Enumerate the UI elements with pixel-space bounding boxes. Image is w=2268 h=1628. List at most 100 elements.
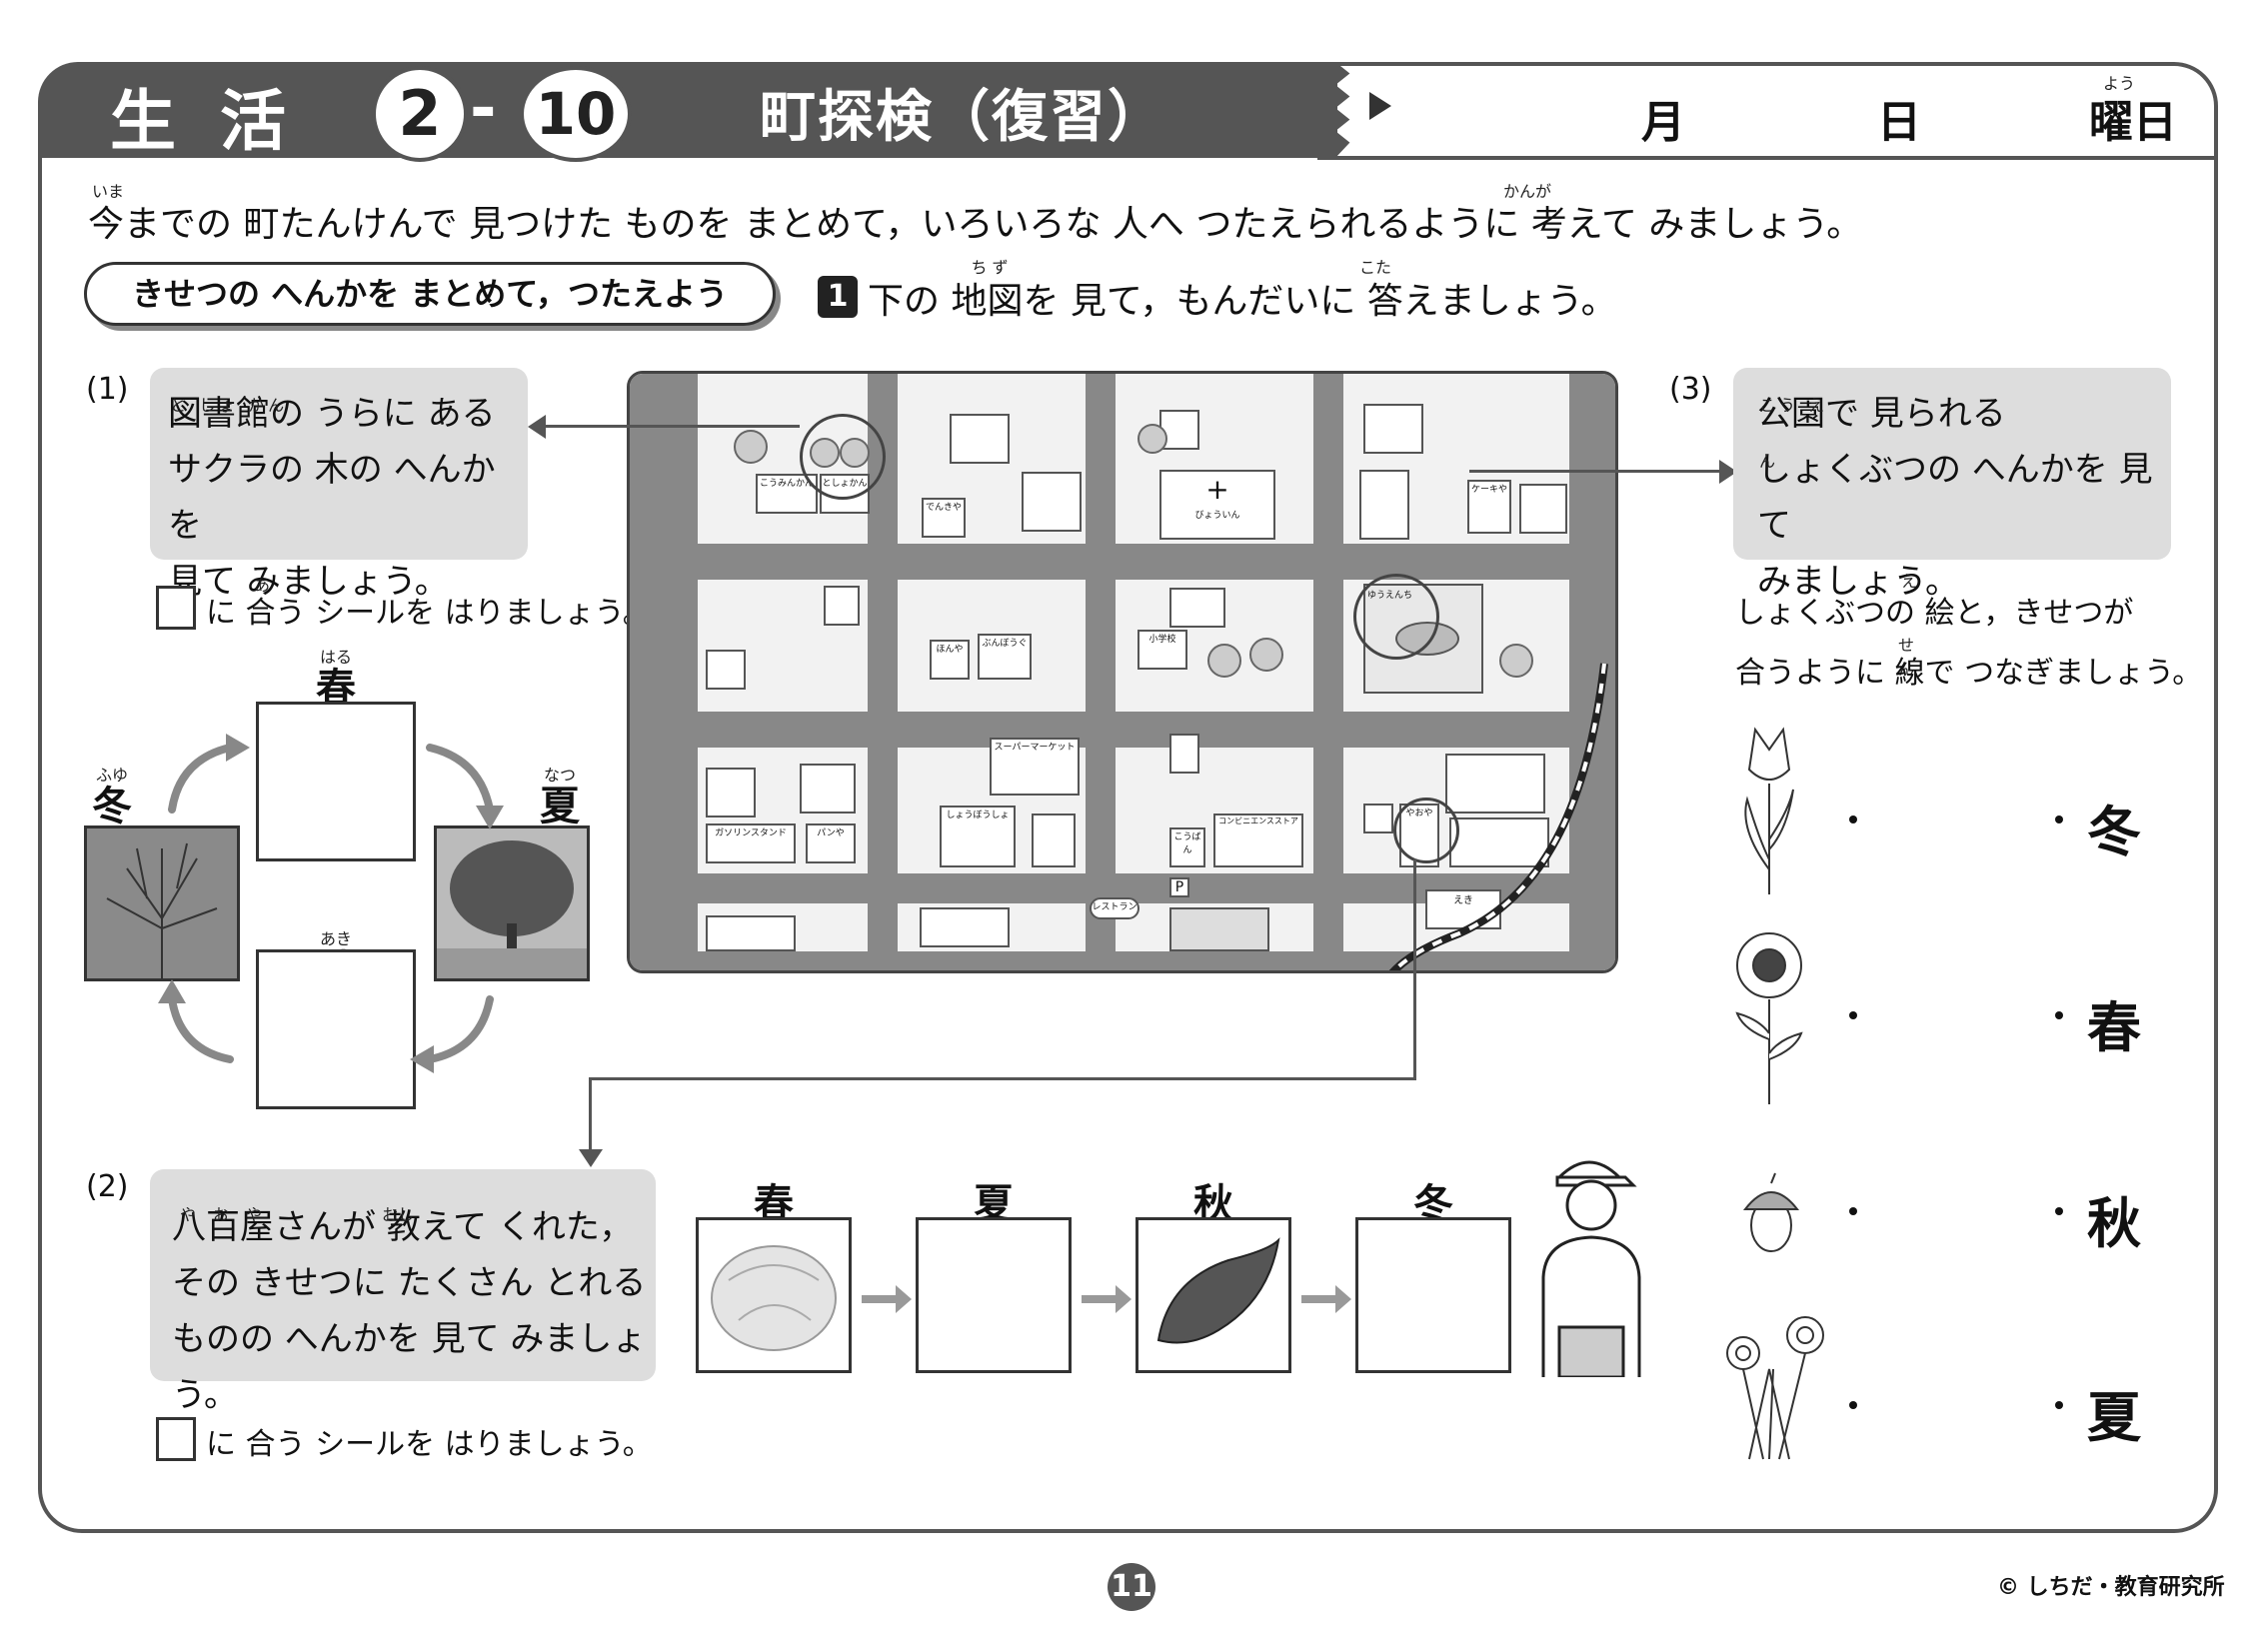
map-road-upper [630, 544, 1615, 580]
sweet-potato-icon [1156, 1237, 1280, 1344]
q1-line-1: 図書館の うらに ある [168, 394, 496, 434]
sunflower-icon [1735, 932, 1803, 1104]
q2-line-1: 八百屋さんが 教えて くれた， [172, 1207, 634, 1247]
map-shrine [1363, 404, 1423, 454]
season-dot-3 [2055, 1207, 2063, 1215]
map-road-middle [630, 712, 1615, 748]
right-season-4: 夏 [2087, 1386, 2141, 1449]
map-supermarket: スーパーマーケット [990, 738, 1080, 796]
map-building-bottom [920, 907, 1010, 947]
subject-title: 生活 [110, 83, 330, 160]
map-stationery: ぶんぼうぐ [978, 634, 1032, 680]
arrow-summer-autumn [426, 995, 494, 1063]
q2-arrows [862, 1285, 1351, 1313]
map-railway [1388, 663, 1608, 970]
intro-ruby-ima: いま [91, 182, 124, 201]
map-house-d [706, 650, 746, 690]
unit-dash: - [470, 72, 497, 146]
connector-q1-arrow-icon [528, 415, 546, 439]
daffodil-icon [1726, 1316, 1824, 1460]
map-parking-lot [1169, 907, 1269, 951]
leafy-tree-icon [437, 828, 587, 978]
bare-tree-icon [87, 828, 237, 978]
q3-instruction: しょくぶつの 絵と，きせつが 合うように 線で つなぎましょう。 [1735, 584, 2202, 704]
section-pill: きせつの へんかを まとめて，つたえよう [84, 262, 776, 326]
map-hospital: + びょういん [1159, 470, 1275, 540]
map-highlight-greengrocer [1393, 798, 1459, 863]
map-road-bottom [630, 951, 1615, 970]
q3-line-1: 公園で 見られる [1757, 394, 2006, 434]
cycle-winter-ruby: ふゆ [95, 766, 128, 785]
q3-label: (3) [1669, 372, 1712, 407]
unit-major-badge: 2 [372, 66, 468, 162]
q3-line-3: みましょう。 [1757, 562, 1959, 602]
date-underline [1317, 156, 2215, 160]
q1-line-3: 見て みましょう。 [168, 562, 449, 602]
plant-dot-3 [1849, 1207, 1857, 1215]
page-number: 11 [1108, 1563, 1155, 1611]
right-season-3: 秋 [2087, 1192, 2141, 1255]
q3-instruction-line-1: しょくぶつの 絵と，きせつが [1735, 596, 2134, 631]
map-bookstore: ほんや [930, 640, 970, 680]
cabbage-icon [711, 1245, 837, 1351]
q2-winter-box[interactable] [1355, 1217, 1511, 1373]
map-house-h [800, 764, 856, 814]
map-houses-bottom [706, 915, 796, 951]
map-school: 小学校 [1137, 630, 1187, 670]
acorn-icon [1742, 1172, 1800, 1252]
plant-dot-4 [1849, 1401, 1857, 1409]
q2-instruction: に 合う シールを はりましょう。 [206, 1427, 653, 1462]
map-house-f [1169, 588, 1225, 628]
weekday-label: 曜日 [2089, 97, 2177, 148]
question-ruby-kota: こた [1358, 258, 1391, 277]
map-bakery: パンや [806, 823, 856, 863]
connector-q1 [540, 425, 800, 428]
arrow-spring-summer [426, 744, 494, 814]
cycle-spring-ruby: はる [319, 648, 352, 667]
map-fire-station: しょうぼうしょ [940, 806, 1016, 867]
weekday-ruby: よう [2102, 74, 2135, 93]
map-road-v2 [1086, 374, 1116, 970]
q3-ruby: こう えん [1759, 396, 1829, 471]
map-road-left [630, 374, 698, 970]
q1-instruction: に 合う シールを はりましょう。 [206, 596, 653, 631]
q2-summer-box[interactable] [916, 1217, 1072, 1373]
connector-q3-arrow-icon [1719, 460, 1737, 484]
map-road-v3 [1313, 374, 1343, 970]
map-house-i [1032, 814, 1076, 867]
q2-label: (2) [86, 1169, 129, 1204]
unit-title: 町探検（復習） [760, 85, 1165, 150]
intro-ruby-kanga: かんが [1502, 182, 1551, 201]
q3-box: こう えん 公園で 見られる しょくぶつの へんかを 見て みましょう。 [1733, 368, 2171, 602]
q1-label: (1) [86, 372, 129, 407]
date-arrow-icon [1369, 92, 1391, 120]
right-season-2: 春 [2087, 996, 2141, 1059]
map-house-c [1519, 484, 1567, 534]
q2-autumn-box [1135, 1217, 1291, 1373]
map-house-j [1169, 734, 1199, 774]
map-house-g [706, 768, 756, 817]
right-season-1: 冬 [2087, 801, 2141, 863]
connector-q3 [1469, 470, 1719, 473]
cycle-spring-box[interactable] [256, 702, 416, 861]
cycle-autumn-box[interactable] [256, 949, 416, 1109]
cycle-summer-ruby: なつ [543, 766, 576, 785]
q1-sticker-box[interactable] [156, 586, 196, 630]
intro-text: 今までの 町たんけんで 見つけた ものを まとめて，いろいろな 人へ つたえられ… [88, 204, 1863, 245]
q3-ruby-e: え [1900, 572, 1917, 591]
q3-instruction-line-2: 合うように 線で つなぎましょう。 [1735, 656, 2203, 691]
cycle-autumn-ruby: あき [319, 929, 352, 948]
q2-sticker-box[interactable] [156, 1417, 196, 1461]
q2-ruby-oshi: おし [382, 1205, 415, 1224]
map-cake-shop: ケーキや [1467, 480, 1511, 534]
q2-box: や お や おし 八百屋さんが 教えて くれた， その きせつに たくさん とれ… [150, 1169, 656, 1415]
question-text: 下の 地図を 見て，もんだいに 答えましょう。 [868, 281, 1617, 322]
map-gas-station: ガソリンスタンド [706, 823, 796, 863]
cycle-winter-label: 冬 [92, 784, 132, 829]
copyright: © しちだ・教育研究所 [1997, 1575, 2225, 1600]
q2-spring-box [696, 1217, 852, 1373]
tulip-icon [1744, 727, 1794, 894]
winter-tree-photo [84, 825, 240, 981]
map-shops-row [1449, 817, 1549, 867]
unit-minor-badge: 10 [520, 66, 632, 162]
